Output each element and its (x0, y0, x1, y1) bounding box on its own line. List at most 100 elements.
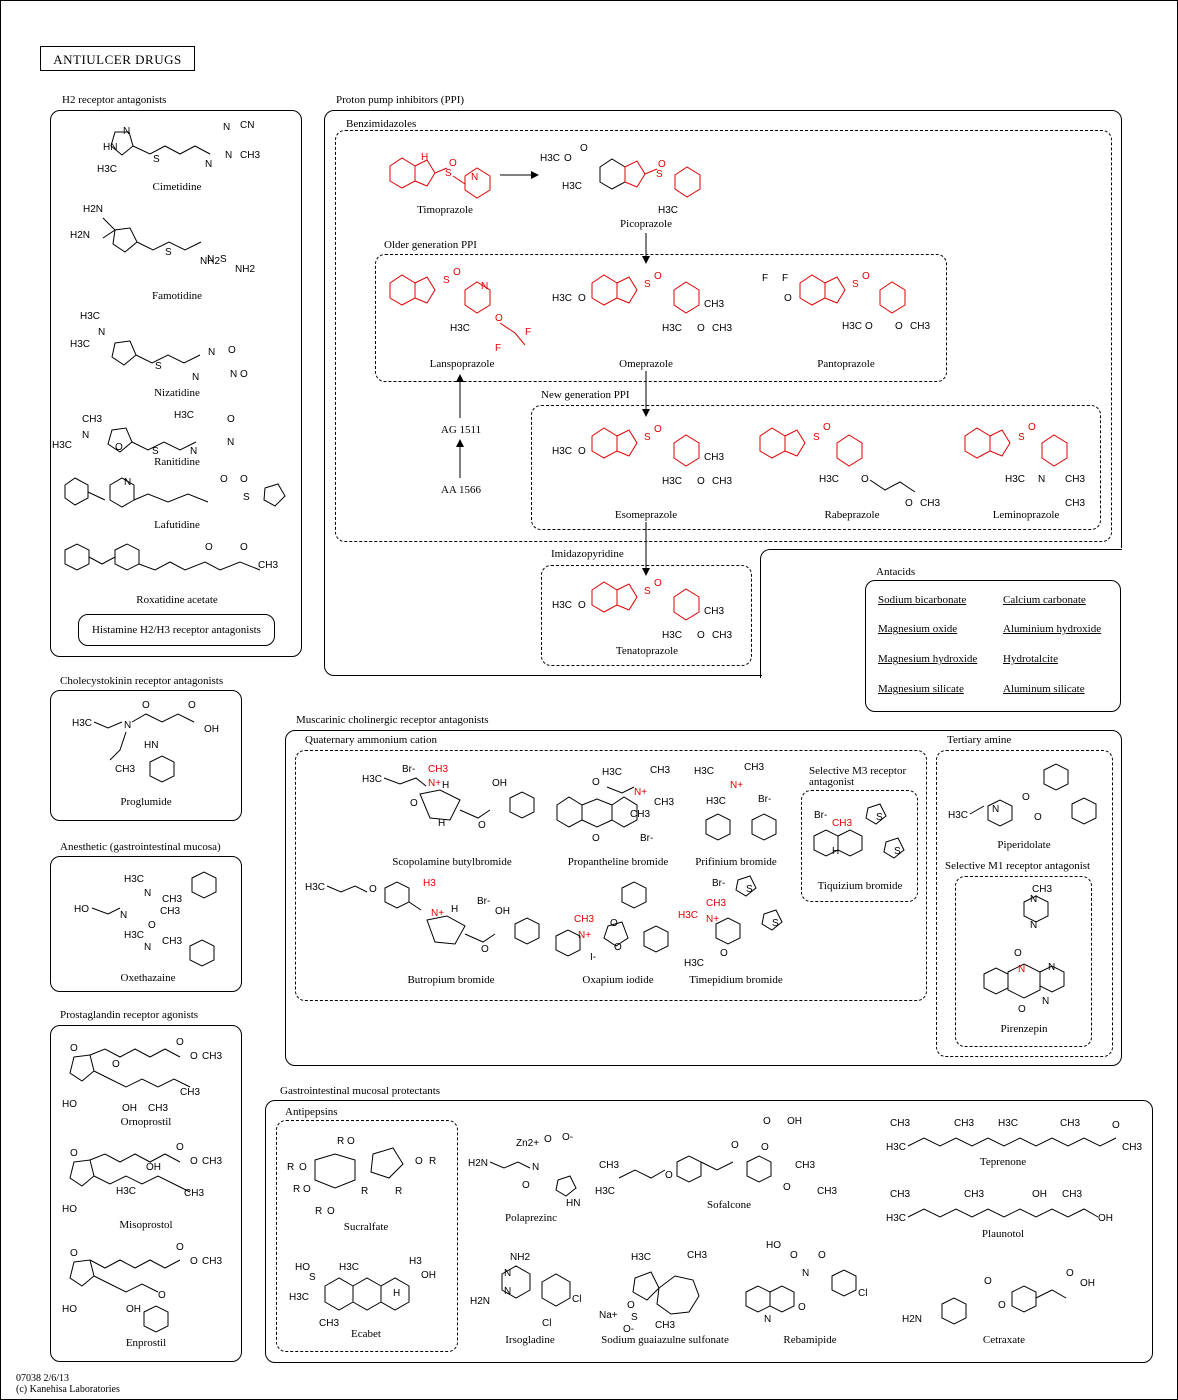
svg-text:CH3: CH3 (162, 936, 182, 947)
rabeprazole-label[interactable]: Rabeprazole (824, 509, 880, 521)
prifinium-label[interactable]: Prifinium bromide (695, 856, 777, 868)
proglumide-label[interactable]: Proglumide (120, 796, 172, 808)
svg-text:O: O (798, 1302, 806, 1313)
svg-text:OH: OH (204, 724, 219, 735)
rebamipide-label[interactable]: Rebamipide (783, 1334, 837, 1346)
ornoprostil-label[interactable]: Ornoprostil (120, 1116, 172, 1128)
svg-text:O: O (763, 1116, 771, 1127)
svg-text:Br-: Br- (402, 764, 415, 775)
svg-text:NH2: NH2 (510, 1252, 530, 1263)
ecabet-label[interactable]: Ecabet (351, 1328, 381, 1340)
svg-text:N: N (1038, 474, 1045, 485)
antipepsins-title: Antipepsins (285, 1106, 338, 1118)
svg-text:N: N (230, 369, 237, 380)
cetraxate-label[interactable]: Cetraxate (982, 1334, 1026, 1346)
esomeprazole-label[interactable]: Esomeprazole (614, 509, 678, 521)
svg-text:H2N: H2N (70, 230, 90, 241)
quaternary-box (295, 750, 927, 1001)
scopolamine-label[interactable]: Scopolamine butylbromide (392, 856, 512, 868)
propantheline-label[interactable]: Propantheline bromide (567, 856, 669, 868)
ppi-box (324, 110, 1122, 676)
picoprazole-label[interactable]: Picoprazole (620, 218, 672, 230)
oxethazaine-label[interactable]: Oxethazaine (120, 972, 176, 984)
tenatoprazole-label[interactable]: Tenatoprazole (615, 645, 679, 657)
antacid-aluminium-hydroxide[interactable]: Aluminium hydroxide (1003, 623, 1102, 635)
sucralfate-label[interactable]: Sucralfate (343, 1221, 389, 1233)
svg-text:N: N (1018, 964, 1025, 975)
irsogladine-label[interactable]: Irsogladine (505, 1334, 555, 1346)
leminoprazole-label[interactable]: Leminoprazole (992, 509, 1060, 521)
antacid-magnesium-silicate[interactable]: Magnesium silicate (878, 683, 964, 695)
svg-text:R: R (429, 1156, 436, 1167)
lafutidine-label[interactable]: Lafutidine (154, 519, 200, 531)
svg-text:S: S (152, 446, 159, 457)
svg-text:O: O (495, 313, 503, 324)
svg-text:N: N (223, 122, 230, 133)
antacid-calcium-carbonate[interactable]: Calcium carbonate (1003, 594, 1086, 606)
oxapium-label[interactable]: Oxapium iodide (582, 974, 654, 986)
svg-text:N: N (120, 910, 127, 921)
nizatidine-label[interactable]: Nizatidine (154, 387, 200, 399)
svg-text:S: S (443, 275, 450, 286)
svg-text:CH3: CH3 (712, 476, 732, 487)
anesthetic-box (50, 856, 242, 992)
aa1566-label[interactable]: AA 1566 (440, 484, 482, 496)
guaiazulene-label[interactable]: Sodium guaiazulne sulfonate (601, 1334, 729, 1346)
antacid-aluminum-silicate[interactable]: Aluminum silicate (1003, 683, 1085, 695)
ranitidine-label[interactable]: Ranitidine (154, 456, 200, 468)
enprostil-label[interactable]: Enprostil (125, 1337, 167, 1349)
svg-text:O: O (697, 476, 705, 487)
ag1511-label[interactable]: AG 1511 (440, 424, 482, 436)
butropium-label[interactable]: Butropium bromide (407, 974, 495, 986)
svg-text:S: S (876, 812, 883, 823)
svg-text:O: O (823, 422, 831, 433)
roxatidine-label[interactable]: Roxatidine acetate (136, 594, 218, 606)
lansoprazole-label[interactable]: Lanspoprazole (429, 358, 495, 370)
svg-text:O: O (627, 1300, 635, 1311)
svg-text:O: O (327, 1206, 335, 1217)
timoprazole-label[interactable]: Timoprazole (417, 204, 473, 216)
svg-text:H3C: H3C (124, 874, 144, 885)
svg-text:N: N (82, 430, 89, 441)
ppi-section-title: Proton pump inhibitors (PPI) (336, 94, 465, 106)
svg-text:CH3: CH3 (920, 498, 940, 509)
pantoprazole-label[interactable]: Pantoprazole (817, 358, 875, 370)
svg-text:R: R (315, 1206, 322, 1217)
timepidium-label[interactable]: Timepidium bromide (689, 974, 783, 986)
svg-text:O: O (410, 798, 418, 809)
antacid-magnesium-oxide[interactable]: Magnesium oxide (878, 623, 958, 635)
svg-text:HO: HO (62, 1304, 77, 1315)
svg-text:H3C: H3C (97, 164, 117, 175)
svg-text:O: O (522, 1180, 530, 1191)
antacid-hydrotalcite[interactable]: Hydrotalcite (1003, 653, 1058, 665)
svg-text:H3: H3 (409, 1256, 422, 1267)
tiquizium-label[interactable]: Tiquizium bromide (817, 880, 903, 892)
svg-text:O: O (578, 446, 586, 457)
svg-text:O: O (610, 918, 618, 929)
antacid-magnesium-hydroxide[interactable]: Magnesium hydroxide (878, 653, 978, 665)
sofalcone-label[interactable]: Sofalcone (707, 1199, 751, 1211)
famotidine-label[interactable]: Famotidine (151, 290, 203, 302)
h2h3-link[interactable]: Histamine H2/H3 receptor antagonists (78, 614, 275, 646)
pirenzepin-label[interactable]: Pirenzepin (1000, 1023, 1048, 1035)
svg-text:CH3: CH3 (704, 606, 724, 617)
svg-text:H3C: H3C (305, 882, 325, 893)
misoprostol-label[interactable]: Misoprostol (119, 1219, 173, 1231)
teprenone-label[interactable]: Teprenone (979, 1156, 1027, 1168)
svg-text:CH3: CH3 (654, 797, 674, 808)
antacid-sodium-bicarbonate[interactable]: Sodium bicarbonate (878, 594, 967, 606)
svg-text:N: N (98, 327, 105, 338)
footer-code: 07038 2/6/13 (16, 1373, 70, 1384)
omeprazole-label[interactable]: Omeprazole (619, 358, 673, 370)
polaprezinc-label[interactable]: Polaprezinc (505, 1212, 557, 1224)
svg-text:CH3: CH3 (202, 1156, 222, 1167)
svg-text:S: S (155, 361, 162, 372)
svg-text:Br-: Br- (640, 833, 653, 844)
cimetidine-label[interactable]: Cimetidine (152, 181, 202, 193)
svg-text:N: N (144, 888, 151, 899)
plaunotol-label[interactable]: Plaunotol (981, 1228, 1025, 1240)
piperidolate-label[interactable]: Piperidolate (997, 839, 1051, 851)
svg-text:N+: N+ (428, 778, 441, 789)
